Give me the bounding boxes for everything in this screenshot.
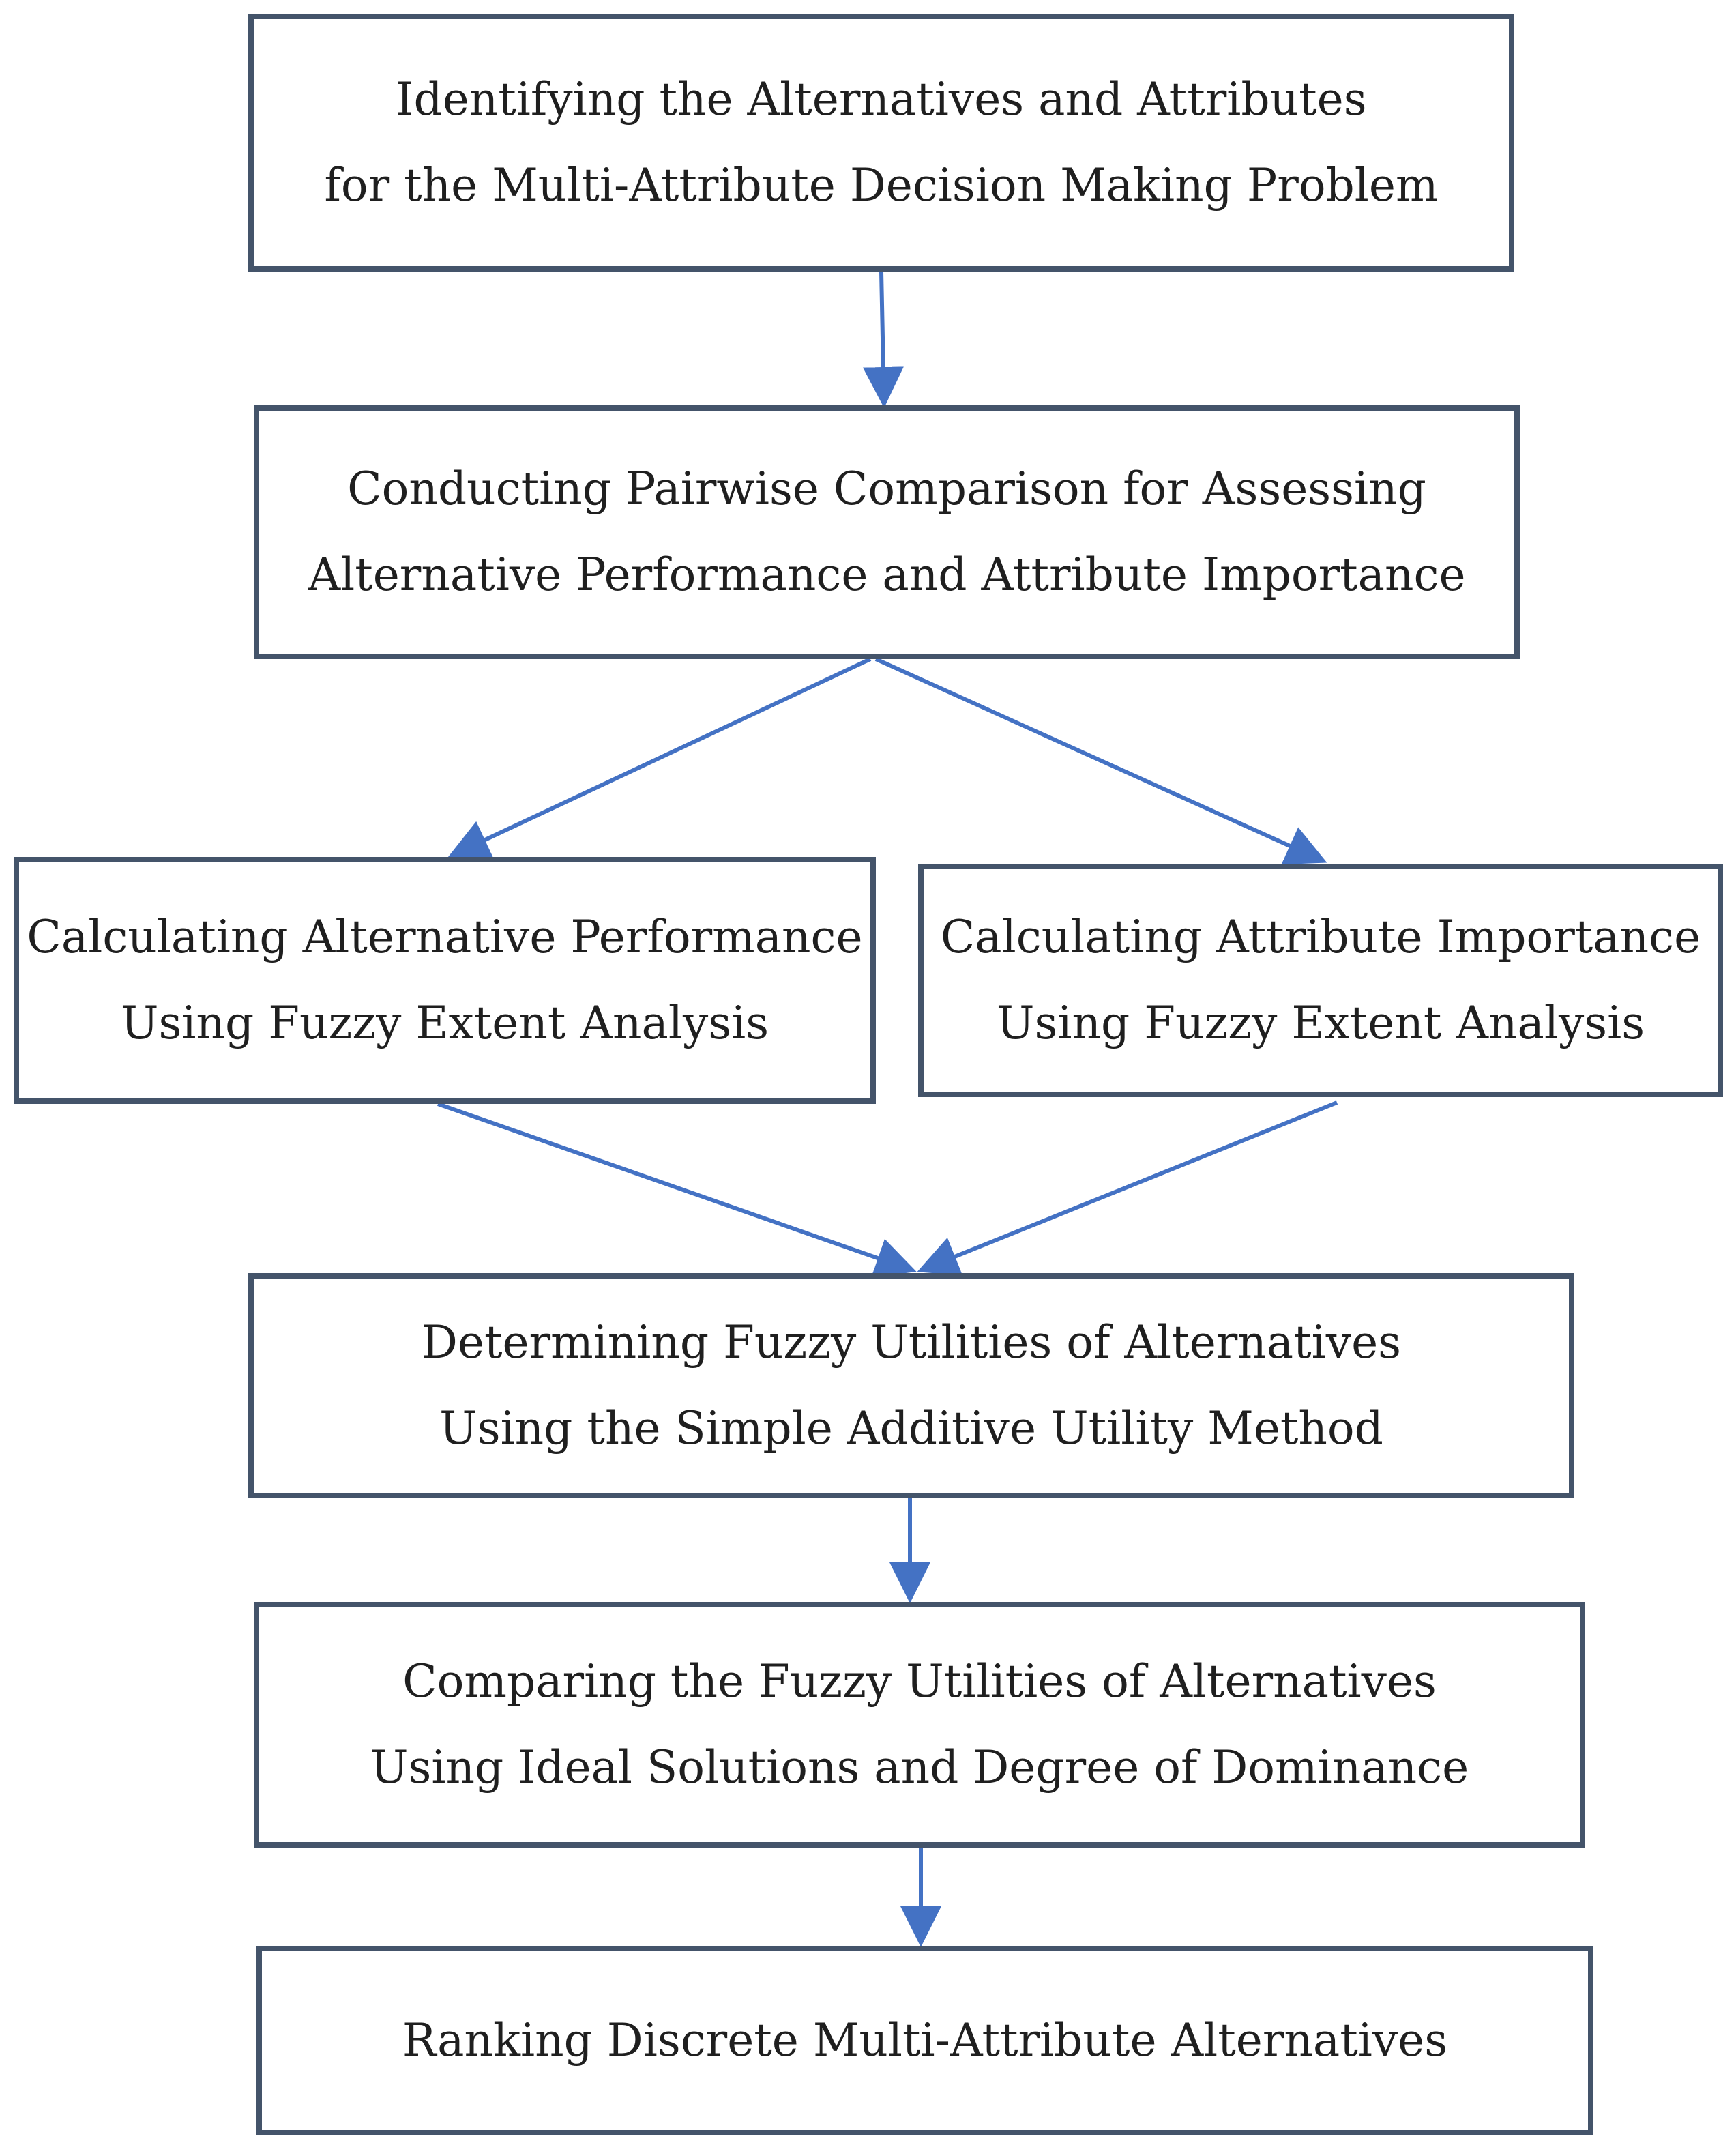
step-attr-importance-box: Calculating Attribute Importance Using F… — [918, 864, 1723, 1097]
step-rank-box: Ranking Discrete Multi-Attribute Alterna… — [256, 1946, 1593, 2135]
step-pairwise-box: Conducting Pairwise Comparison for Asses… — [254, 405, 1520, 659]
arrow-pairwise-to-alt-performance — [447, 657, 872, 859]
step-fuzzy-utilities-box: Determining Fuzzy Utilities of Alternati… — [248, 1273, 1574, 1498]
arrow-alt-performance-to-fuzzy-utilities — [437, 1102, 917, 1278]
step-fuzzy-utilities-line-1: Determining Fuzzy Utilities of Alternati… — [421, 1316, 1401, 1369]
arrow-identify-to-pairwise — [862, 271, 904, 408]
step-compare-box: Comparing the Fuzzy Utilities of Alterna… — [254, 1602, 1585, 1848]
step-identify-box: Identifying the Alternatives and Attribu… — [248, 14, 1514, 272]
step-identify-line-1: Identifying the Alternatives and Attribu… — [396, 73, 1367, 126]
step-attr-importance-line-2: Using Fuzzy Extent Analysis — [996, 997, 1645, 1049]
arrow-attr-importance-to-fuzzy-utilities — [917, 1100, 1338, 1276]
step-pairwise-line-2: Alternative Performance and Attribute Im… — [308, 549, 1466, 601]
step-alt-performance-line-1: Calculating Alternative Performance — [27, 911, 863, 963]
step-fuzzy-utilities-line-2: Using the Simple Additive Utility Method — [439, 1402, 1383, 1455]
step-compare-line-2: Using Ideal Solutions and Degree of Domi… — [370, 1741, 1469, 1794]
step-alt-performance-line-2: Using Fuzzy Extent Analysis — [120, 997, 769, 1049]
step-rank-line-1: Ranking Discrete Multi-Attribute Alterna… — [402, 2014, 1448, 2067]
step-identify-line-2: for the Multi-Attribute Decision Making … — [324, 159, 1439, 211]
step-compare-line-1: Comparing the Fuzzy Utilities of Alterna… — [402, 1655, 1437, 1708]
step-attr-importance-line-1: Calculating Attribute Importance — [940, 911, 1701, 963]
step-alt-performance-box: Calculating Alternative Performance Usin… — [14, 857, 876, 1104]
arrow-pairwise-to-attr-importance — [874, 657, 1327, 865]
step-pairwise-line-1: Conducting Pairwise Comparison for Asses… — [347, 463, 1426, 515]
